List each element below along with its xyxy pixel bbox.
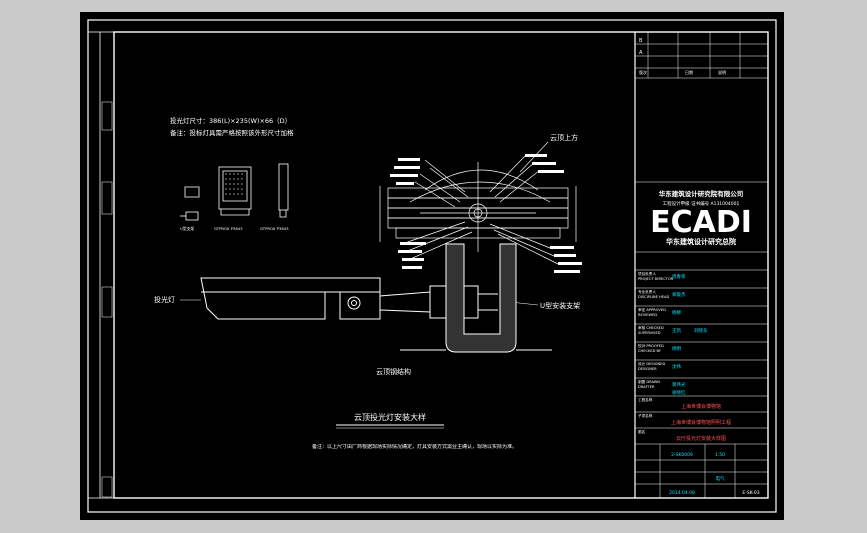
company-subtitle: 华东建筑设计研究总院 bbox=[666, 237, 736, 246]
svg-text:专业负责人: 专业负责人 bbox=[638, 289, 656, 294]
svg-text:图名: 图名 bbox=[638, 429, 646, 434]
name-9: 徐晓红 bbox=[672, 389, 686, 396]
name-6: 杨明 bbox=[672, 345, 681, 352]
svg-text:子项名称: 子项名称 bbox=[638, 413, 653, 418]
svg-text:DRAFTER: DRAFTER bbox=[638, 385, 655, 389]
detail-title: 云顶投光灯安装大样 bbox=[354, 412, 426, 422]
svg-text:工程名称: 工程名称 bbox=[638, 397, 653, 402]
svg-text:A: A bbox=[639, 50, 643, 56]
name-5: 刘晓东 bbox=[694, 327, 708, 334]
sheet-number: E-SK-03 bbox=[742, 490, 759, 496]
svg-text:审定 APPROVED: 审定 APPROVED bbox=[638, 307, 666, 312]
outer-frame bbox=[87, 19, 777, 513]
name-4: 王凯 bbox=[672, 327, 681, 334]
view-label-2: GTPROX P3843 bbox=[214, 226, 243, 231]
name-8: 蒋伟光 bbox=[672, 381, 686, 388]
small-views bbox=[180, 163, 289, 221]
footer-note: 备注：以上尺寸由厂商根据现场实际情况确定，灯具安装方式需业主确认，现场以实际为准… bbox=[312, 444, 518, 450]
svg-text:REVIEWED: REVIEWED bbox=[638, 313, 657, 317]
bracket-label: U型安装支架 bbox=[540, 301, 580, 310]
name-1: 周春荣 bbox=[672, 273, 686, 280]
drawing-name: 云厅投光灯安装大样图 bbox=[676, 435, 726, 442]
view-label-1: U型支架 bbox=[180, 226, 194, 231]
name-2: 郑俊杰 bbox=[672, 291, 686, 298]
fixture-size-text: 投光灯尺寸：386(L)×235(W)×66（D） bbox=[170, 116, 291, 125]
roof-top-label: 云顶上方 bbox=[550, 133, 578, 142]
cad-drawing: B A 版次 日期 说明 华东建筑设计研究院有限公司 工程设计甲级 证书编号 A… bbox=[87, 19, 777, 513]
signoff-grid bbox=[635, 269, 768, 498]
name-3: 杨柳 bbox=[672, 309, 681, 316]
inner-frame bbox=[113, 31, 769, 499]
title-block: B A 版次 日期 说明 华东建筑设计研究院有限公司 工程设计甲级 证书编号 A… bbox=[634, 32, 768, 498]
drawing-code: 2-SK0009 bbox=[671, 452, 693, 458]
view-label-3: GTPROX P3843 bbox=[260, 226, 289, 231]
svg-text:审核 CHECKED: 审核 CHECKED bbox=[638, 325, 664, 330]
roof-small-annotations bbox=[390, 154, 582, 273]
floodlight-assembly bbox=[200, 277, 498, 320]
svg-text:校对 PROOFED: 校对 PROOFED bbox=[638, 343, 664, 348]
drawing-date: 2014.04.08 bbox=[669, 490, 695, 496]
certificate-line: 工程设计甲级 证书编号 A131004001 bbox=[663, 200, 740, 207]
floodlight-label: 投光灯 bbox=[154, 295, 175, 304]
cad-drawing-sheet: B A 版次 日期 说明 华东建筑设计研究院有限公司 工程设计甲级 证书编号 A… bbox=[80, 12, 784, 520]
svg-text:DESIGNER: DESIGNER bbox=[638, 367, 657, 371]
steel-structure bbox=[400, 243, 552, 353]
fixture-note-text: 备注：投标灯具需严格按照该外形尺寸加格 bbox=[170, 128, 294, 137]
ecadi-logo: ECADI bbox=[650, 205, 752, 240]
name-7: 沈伟 bbox=[672, 363, 681, 370]
svg-text:B: B bbox=[639, 38, 643, 44]
drawing-scale: 1:50 bbox=[715, 452, 725, 458]
svg-text:设计 DESIGNED: 设计 DESIGNED bbox=[638, 361, 665, 366]
svg-text:版次: 版次 bbox=[639, 69, 647, 75]
roof-assembly bbox=[379, 155, 577, 265]
svg-text:日期: 日期 bbox=[685, 69, 693, 75]
subproject-name: 上海世博会博物馆照明工程 bbox=[671, 419, 731, 426]
svg-text:项目负责人: 项目负责人 bbox=[638, 271, 656, 276]
discipline: 电气 bbox=[716, 475, 725, 482]
structure-label: 云顶钢结构 bbox=[376, 367, 411, 376]
svg-text:CHECKED BY: CHECKED BY bbox=[638, 349, 662, 353]
svg-text:说明: 说明 bbox=[718, 69, 726, 75]
svg-text:PROJECT DIRECTOR: PROJECT DIRECTOR bbox=[638, 277, 674, 281]
left-margin-stamps bbox=[101, 101, 113, 498]
project-name: 上海世博会博物馆 bbox=[681, 403, 721, 410]
company-name: 华东建筑设计研究院有限公司 bbox=[659, 189, 744, 198]
small-view-dotted-panel bbox=[225, 173, 243, 195]
svg-text:SUPERVISED: SUPERVISED bbox=[638, 331, 661, 335]
svg-text:制图 DRAWN: 制图 DRAWN bbox=[638, 379, 660, 384]
svg-text:DISCIPLINE HEAD: DISCIPLINE HEAD bbox=[638, 295, 669, 299]
